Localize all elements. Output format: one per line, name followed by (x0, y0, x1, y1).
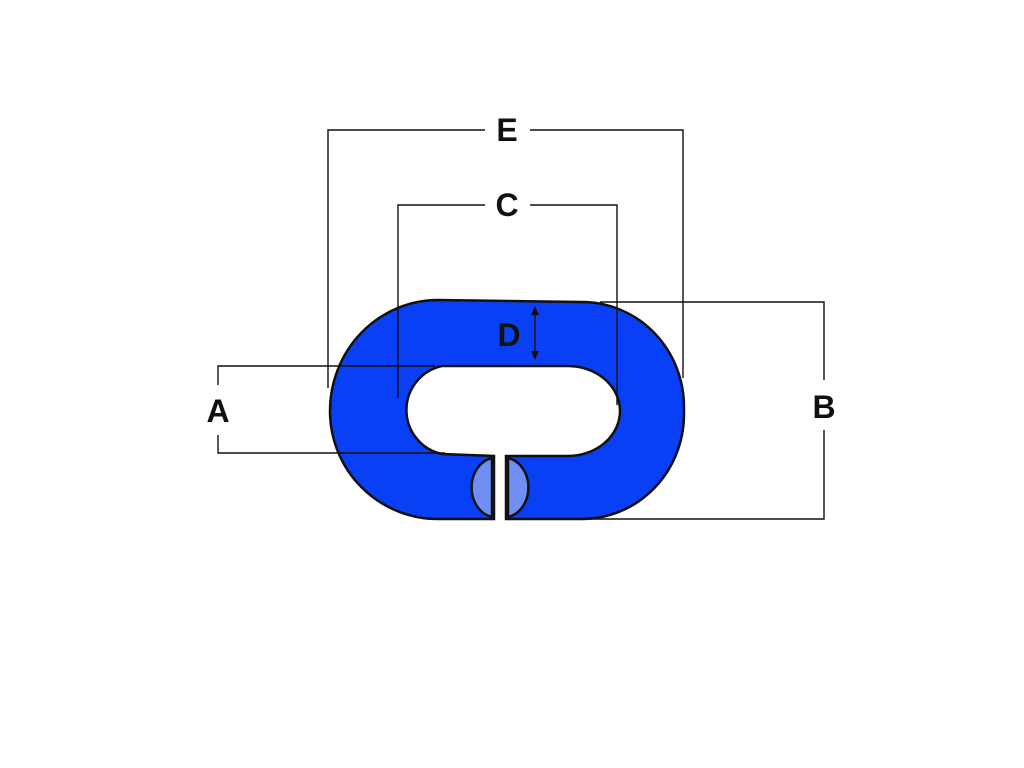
right-latch-half (506, 456, 530, 519)
dimension-a-label: A (206, 393, 229, 429)
dimension-d-arrow-up (531, 306, 539, 315)
dimension-e: E (327, 112, 684, 388)
dimension-b: B (580, 301, 836, 520)
dimension-c-label: C (495, 187, 518, 223)
dimension-c: C (397, 187, 618, 405)
dimension-e-label: E (496, 112, 517, 148)
dimension-b-label: B (812, 389, 835, 425)
left-latch-half (470, 456, 494, 519)
dimension-d-label: D (497, 317, 520, 353)
dimension-d-arrow-down (531, 351, 539, 360)
dimension-d: D (497, 306, 539, 360)
chain-link-body (328, 298, 686, 521)
dimension-a: A (206, 365, 445, 454)
